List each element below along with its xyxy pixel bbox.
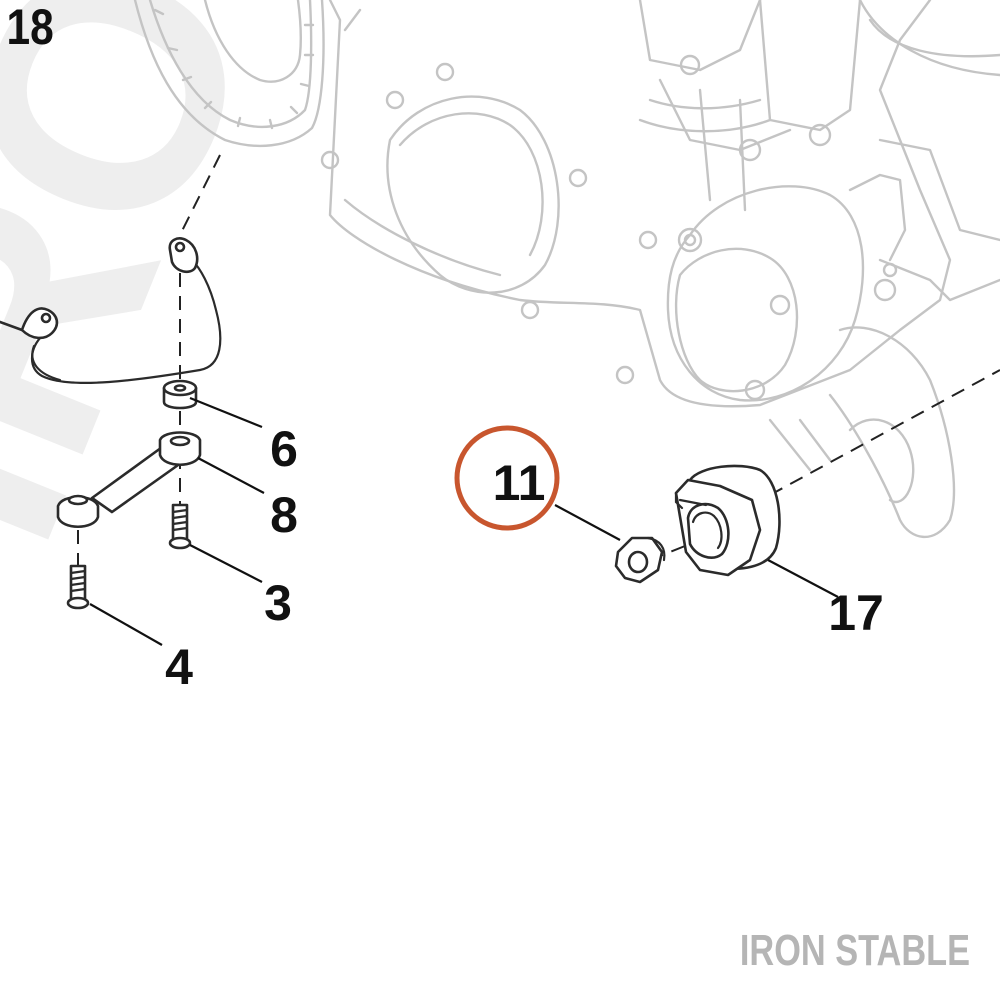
callout-11: 11: [493, 455, 546, 511]
callout-3: 3: [264, 575, 292, 631]
callout-17: 17: [828, 585, 884, 641]
starter-ghost: [768, 138, 1000, 539]
spacer-part-6: [162, 379, 198, 410]
nut-part-11: [614, 536, 666, 584]
callout-6: 6: [270, 421, 298, 477]
watermark: IRON: [0, 0, 414, 586]
coupling-part-17: [674, 464, 781, 577]
bracket-part-8: [56, 431, 202, 529]
brand-watermark: IRON STABLE: [739, 926, 970, 975]
round-cover-ghost: [666, 185, 865, 402]
watermark-text: IRON: [0, 0, 414, 586]
derby-cover-ghost: [386, 95, 560, 294]
screw-part-3: [168, 503, 192, 550]
sprocket-ghost: [133, 0, 325, 148]
cylinder-ghost: [638, 0, 1000, 212]
callout-8: 8: [270, 487, 298, 543]
cover-bolts-ghost: [320, 62, 658, 385]
engine-background: [133, 0, 1000, 539]
screw-part-4: [66, 564, 90, 610]
leader-lines: [89, 396, 839, 646]
highlight-ring: [454, 425, 560, 531]
callout-4: 4: [165, 639, 193, 695]
callout-18: 18: [6, 0, 53, 55]
callout-labels: 18 6 8 3 4 11 17: [6, 0, 883, 695]
primary-cover-ghost: [328, 0, 952, 408]
ground-cable-part: [0, 237, 222, 384]
